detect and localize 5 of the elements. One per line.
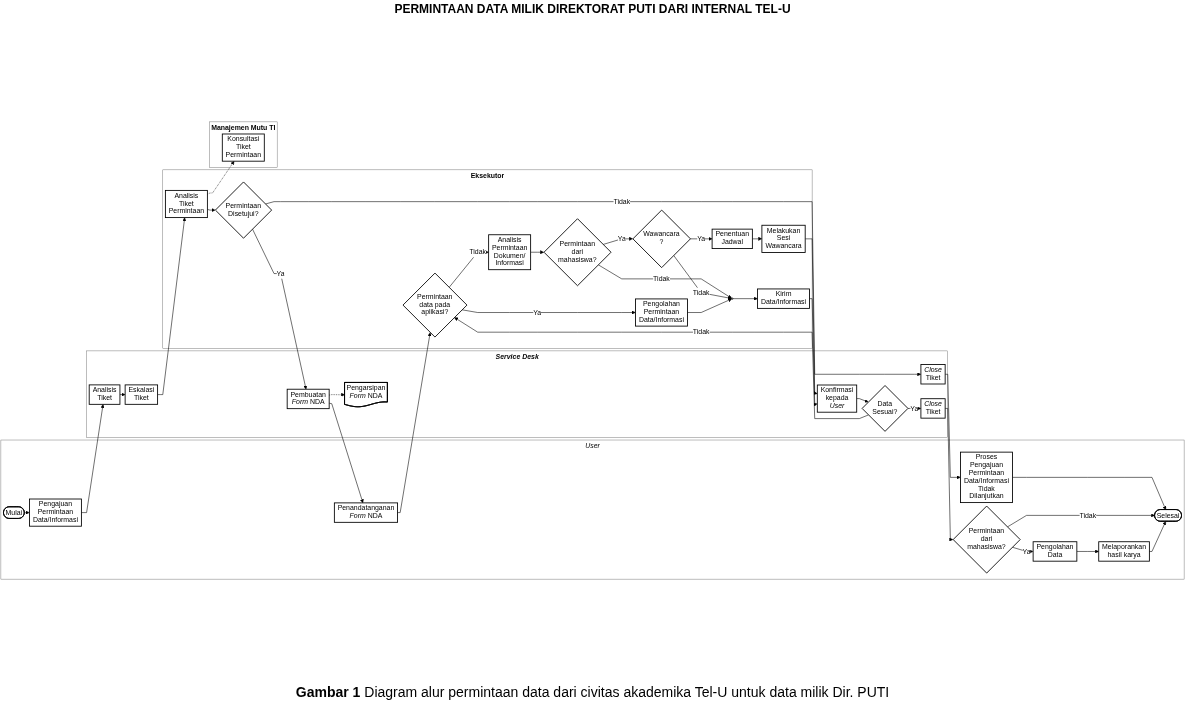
figure-caption: Gambar 1 Diagram alur permintaan data dari civitas akademika Tel-U untuk data milik Dir. PUTI bbox=[295, 684, 890, 700]
arrow bbox=[24, 510, 30, 514]
diagram-title: PERMINTAAN DATA MILIK DIREKTORAT PUTI DARI INTERNAL TEL-U bbox=[394, 2, 791, 16]
node-circle bbox=[731, 297, 734, 300]
arrow bbox=[119, 392, 126, 396]
